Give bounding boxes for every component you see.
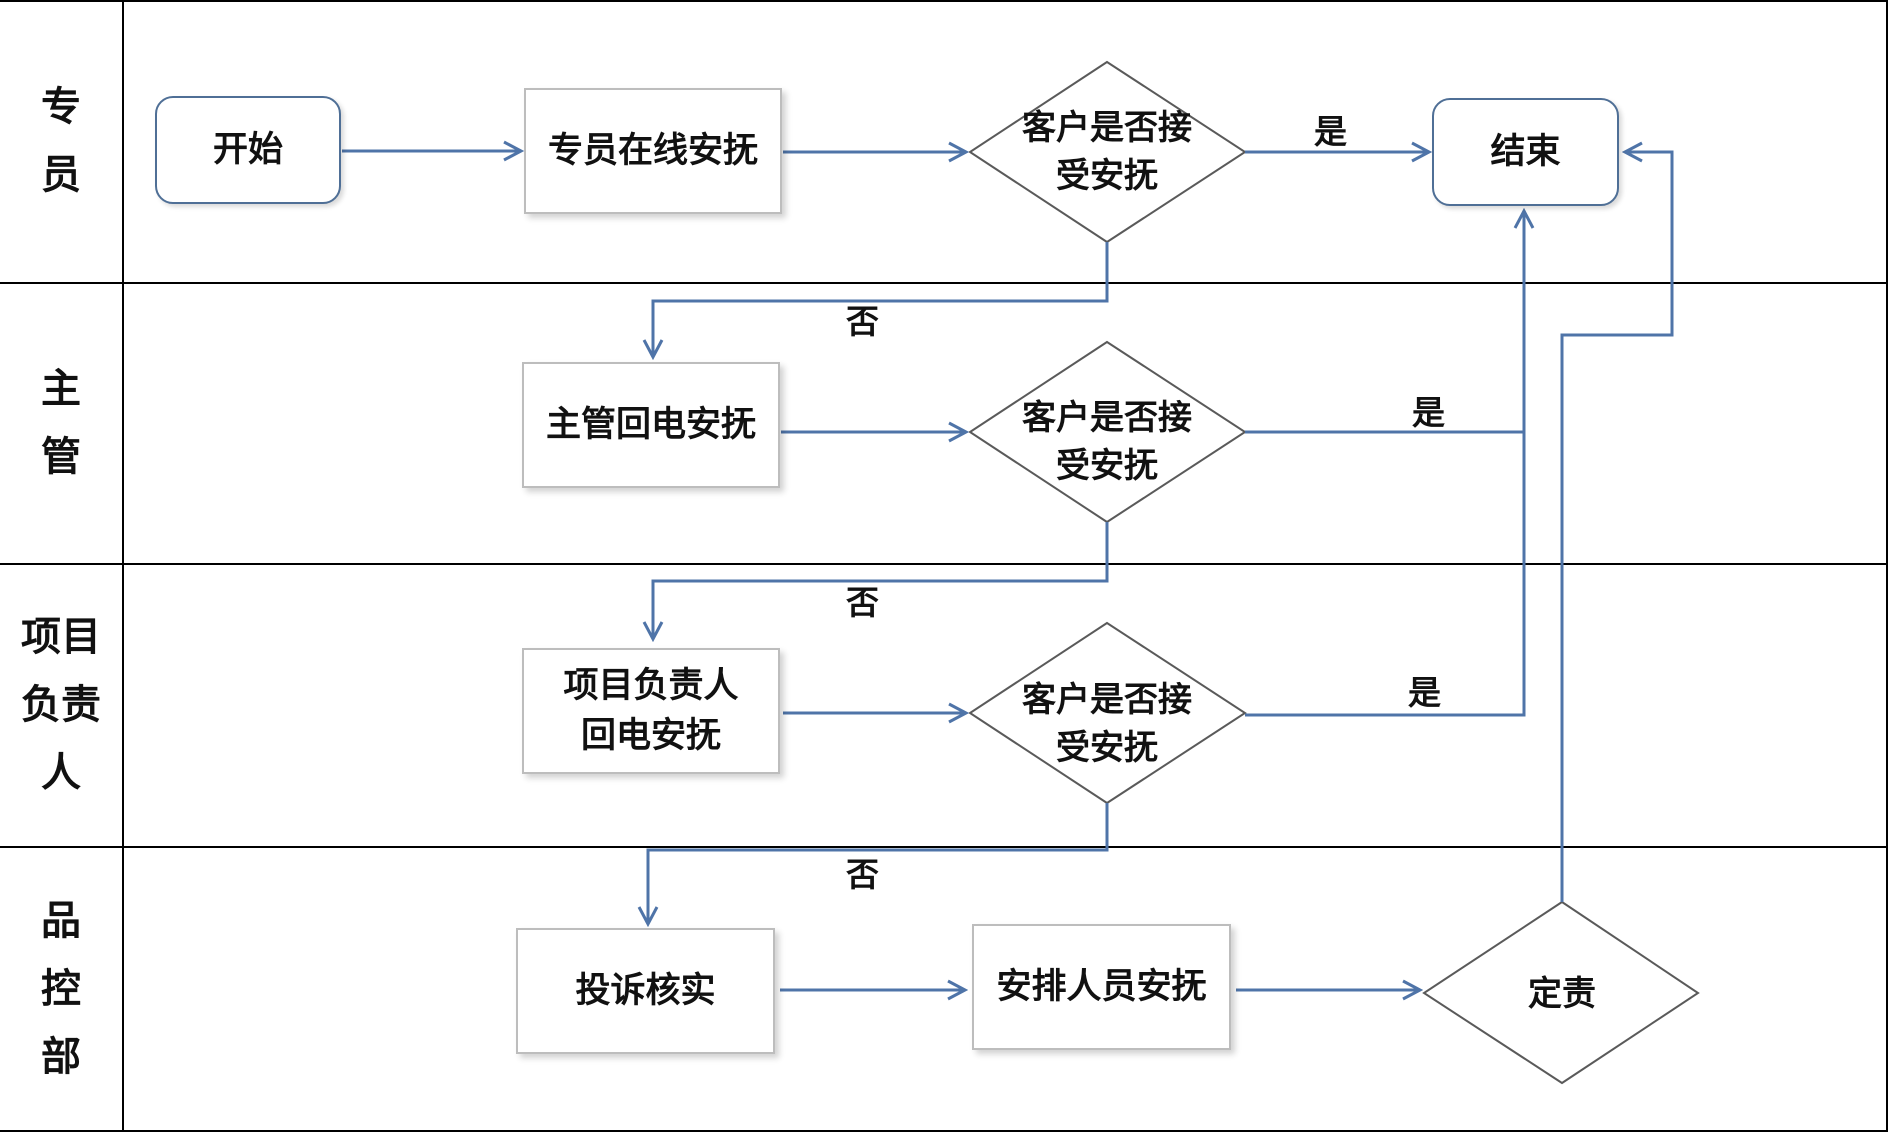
lane-border-top: [0, 0, 1888, 2]
lane-label-supervisor: 主 管: [41, 366, 81, 480]
assign-responsibility-label: 定责: [1528, 974, 1596, 1014]
lane-label-quality-control: 品 控 部: [41, 898, 81, 1080]
supervisor-call-box: 主管回电安抚: [522, 362, 780, 488]
lane-divider-1: [0, 282, 1888, 284]
d2-no-label: 否: [846, 583, 879, 622]
decision2-label: 客户是否接 受安抚: [1022, 398, 1192, 486]
decision3-label: 客户是否接 受安抚: [1022, 680, 1192, 768]
d1-no-label: 否: [846, 302, 879, 341]
edge-d1-no-to-supervisor: [653, 242, 1109, 357]
end-node: 结束: [1432, 98, 1619, 206]
lane-label-project-manager: 项目 负责 人: [21, 614, 101, 796]
assign-responsibility-diamond: [1422, 900, 1700, 1085]
lane-divider-3: [0, 846, 1888, 848]
specialist-soothe-box: 专员在线安抚: [524, 88, 782, 214]
lane-divider-2: [0, 563, 1888, 565]
edge-d2-no-to-pm: [653, 522, 1109, 639]
d2-yes-label: 是: [1412, 393, 1445, 432]
connector-lines: [342, 151, 1674, 990]
d1-yes-label: 是: [1314, 112, 1347, 151]
d3-yes-label: 是: [1408, 673, 1441, 712]
d3-no-label: 否: [846, 855, 879, 894]
edge-assign-to-end: [1560, 152, 1674, 902]
lane-label-divider: [122, 0, 124, 1132]
lane-border-bottom: [0, 1130, 1888, 1132]
lane-label-specialist: 专 员: [41, 84, 81, 198]
arrange-staff-box: 安排人员安抚: [972, 924, 1231, 1050]
decision1-label: 客户是否接 受安抚: [1022, 108, 1192, 196]
edge-d3-yes-to-end: [1245, 432, 1526, 717]
edge-d2-yes-to-end: [1245, 211, 1524, 434]
edge-d3-no-to-verify: [648, 803, 1109, 924]
lane-border-right: [1886, 0, 1888, 1132]
complaint-verify-box: 投诉核实: [516, 928, 775, 1054]
start-node: 开始: [155, 96, 341, 204]
project-manager-call-box: 项目负责人 回电安抚: [522, 648, 780, 774]
